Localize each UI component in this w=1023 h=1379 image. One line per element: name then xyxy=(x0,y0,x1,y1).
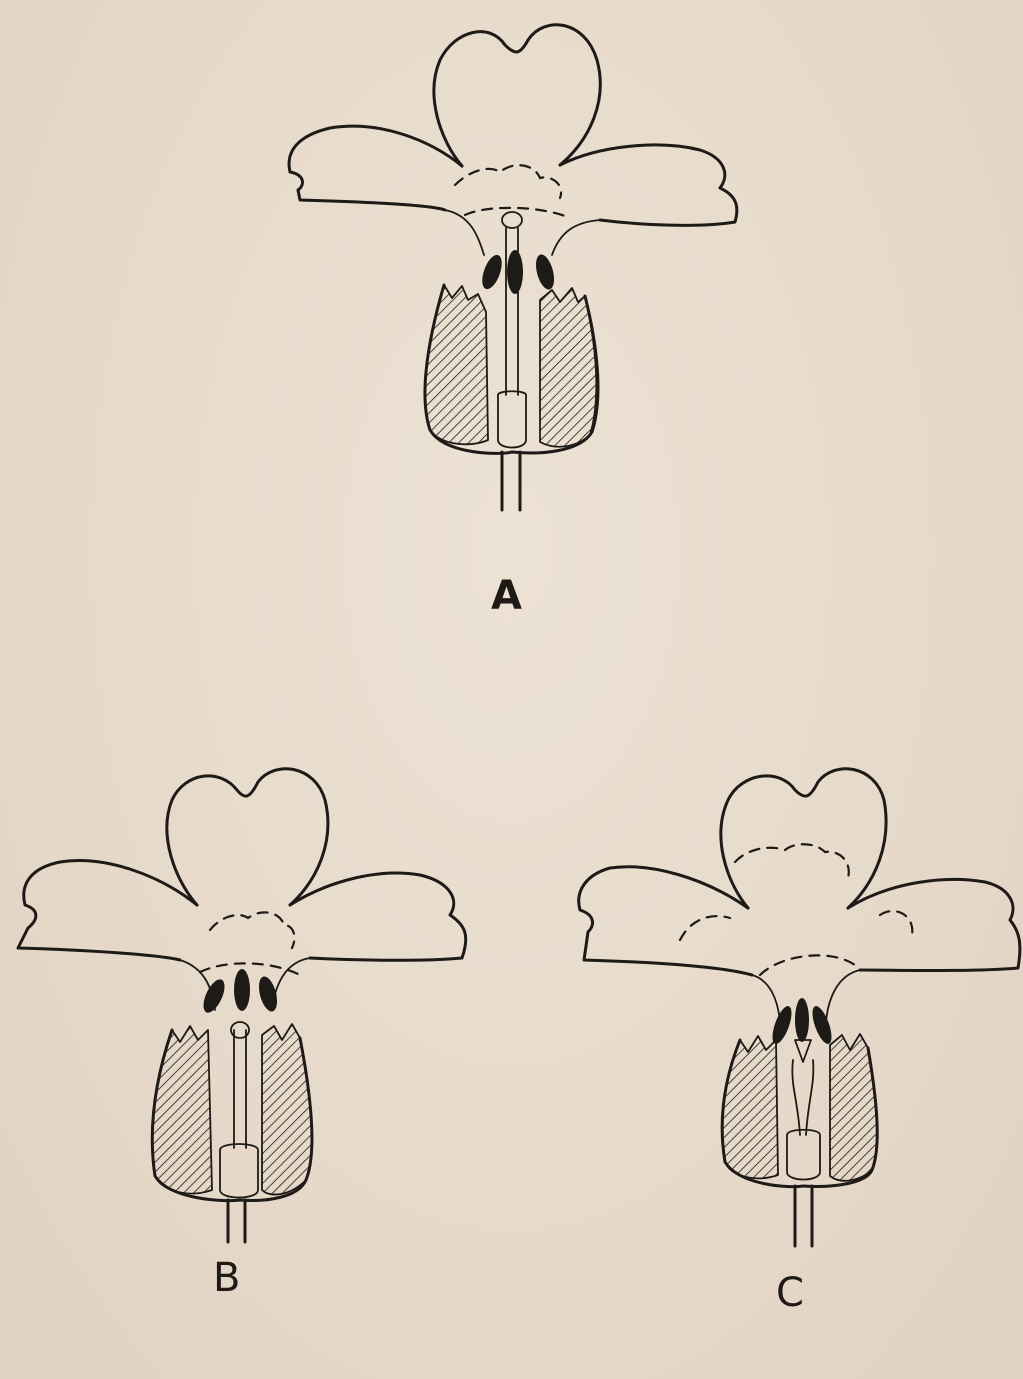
flower-a xyxy=(289,25,737,510)
panel-label-c: C xyxy=(776,1273,804,1313)
panel-label-a: A xyxy=(491,576,522,616)
panel-label-b: B xyxy=(213,1258,240,1298)
flower-b xyxy=(18,769,466,1242)
flower-c xyxy=(579,769,1020,1246)
